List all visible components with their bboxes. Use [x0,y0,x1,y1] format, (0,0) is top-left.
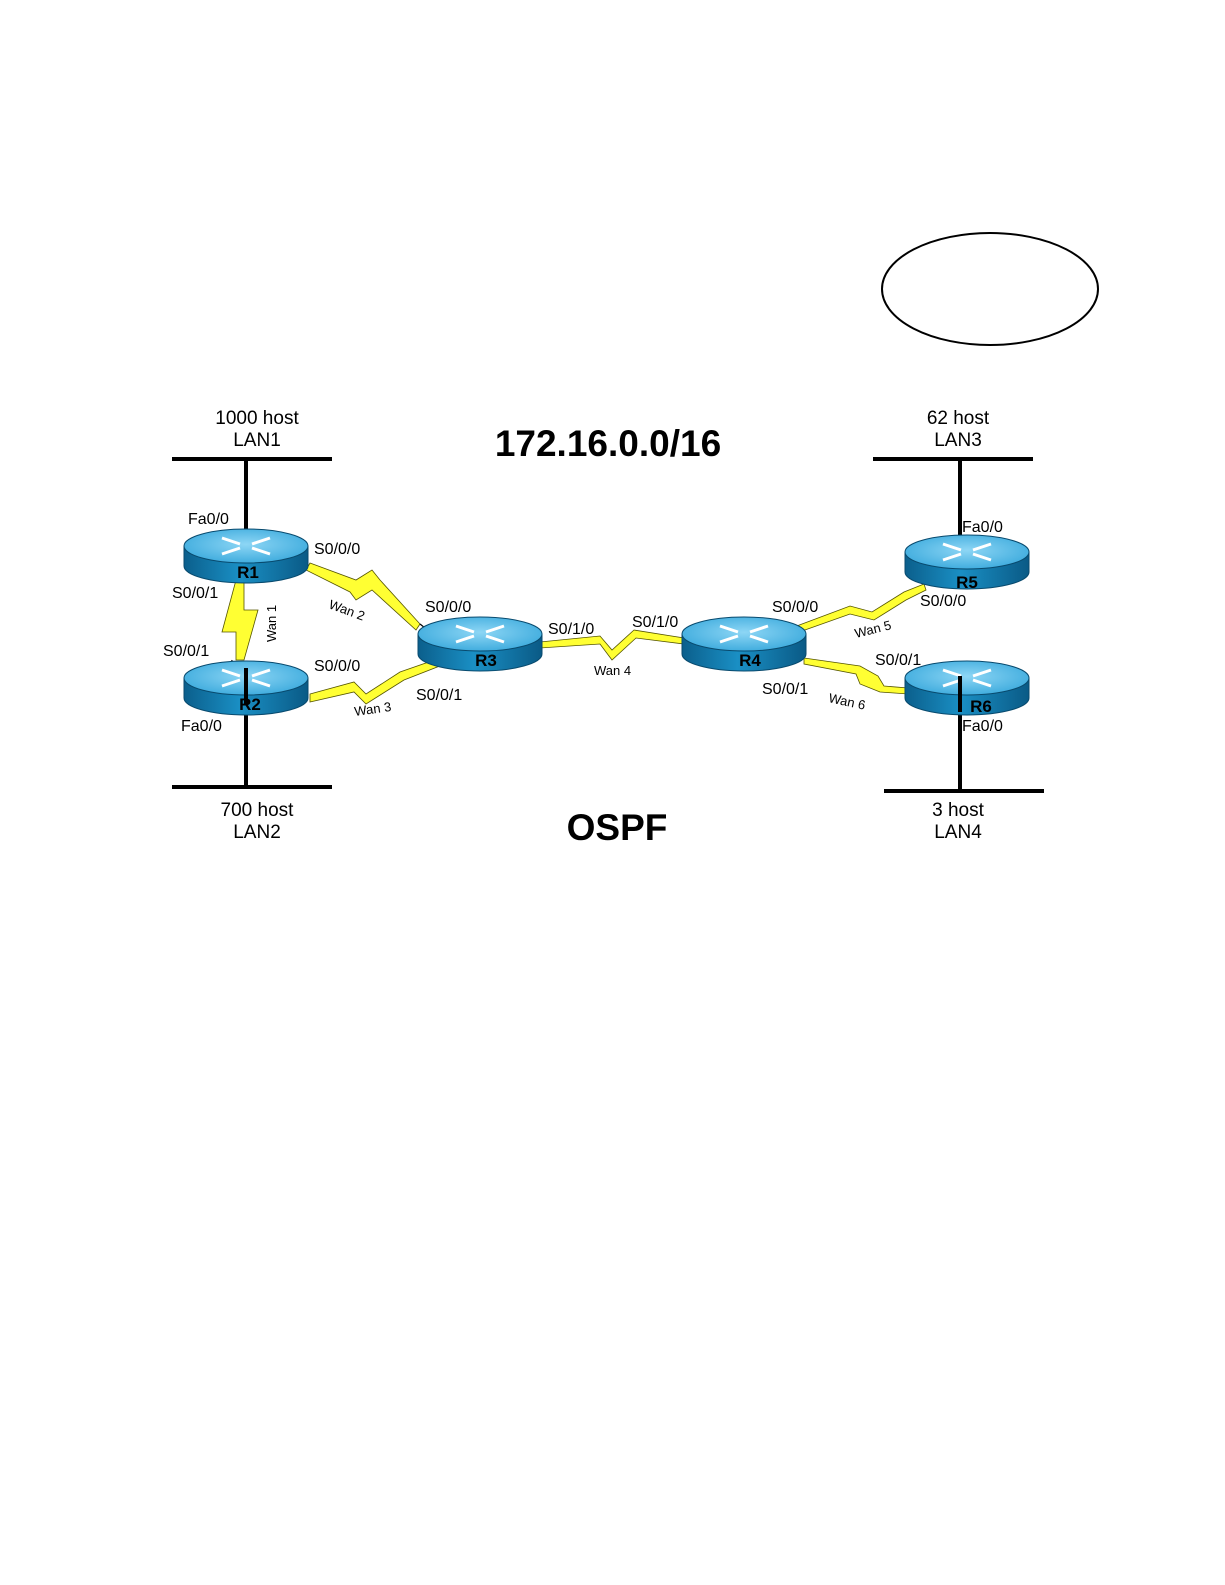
router-r6[interactable]: R6 [905,661,1029,716]
wan4-label: Wan 4 [594,663,631,678]
wan1-link [222,580,258,660]
r4-s001-label: S0/0/1 [762,681,808,698]
lan1-hosts-label: 1000 host [215,408,299,429]
lan4-name-label: LAN4 [934,822,982,843]
router-r2-label: R2 [239,695,261,714]
blank-oval [882,233,1098,345]
r2-fa0-label: Fa0/0 [181,718,222,735]
r1-s001-label: S0/0/1 [172,585,218,602]
r2-s001-label: S0/0/1 [163,643,209,660]
protocol-title: OSPF [567,807,668,848]
r1-s000-label: S0/0/0 [314,541,360,558]
lan2-name-label: LAN2 [233,822,281,843]
lan4-hosts-label: 3 host [932,800,984,821]
wan1-label: Wan 1 [264,605,279,642]
r3-s001-label: S0/0/1 [416,687,462,704]
r3-s000-label: S0/0/0 [425,599,471,616]
lan3-hosts-label: 62 host [927,408,990,429]
r5-fa0-label: Fa0/0 [962,519,1003,536]
router-r1[interactable]: R1 [184,529,308,583]
router-r5[interactable]: R5 [905,535,1029,592]
router-r4[interactable]: R4 [682,617,806,671]
r4-s010-label: S0/1/0 [632,614,678,631]
router-r5-label: R5 [956,573,978,592]
router-r1-label: R1 [237,563,259,582]
wan5-label: Wan 5 [853,617,893,641]
wan6-label: Wan 6 [827,690,866,712]
r3-s010-label: S0/1/0 [548,621,594,638]
wan3-label: Wan 3 [353,699,392,719]
r1-fa0-label: Fa0/0 [188,511,229,528]
router-r3-label: R3 [475,651,497,670]
r6-s001-label: S0/0/1 [875,652,921,669]
lan3-segment [873,459,1033,545]
r5-s000-label: S0/0/0 [920,593,966,610]
lan1-name-label: LAN1 [233,430,281,451]
router-r4-label: R4 [739,651,761,670]
lan2-hosts-label: 700 host [221,800,295,821]
r2-s000-label: S0/0/0 [314,658,360,675]
network-address-title: 172.16.0.0/16 [495,423,721,464]
wan2-label: Wan 2 [327,597,367,624]
r6-fa0-label: Fa0/0 [962,718,1003,735]
router-r6-label: R6 [970,697,992,716]
router-r3[interactable]: R3 [418,617,542,671]
lan3-name-label: LAN3 [934,430,982,451]
r4-s000-label: S0/0/0 [772,599,818,616]
